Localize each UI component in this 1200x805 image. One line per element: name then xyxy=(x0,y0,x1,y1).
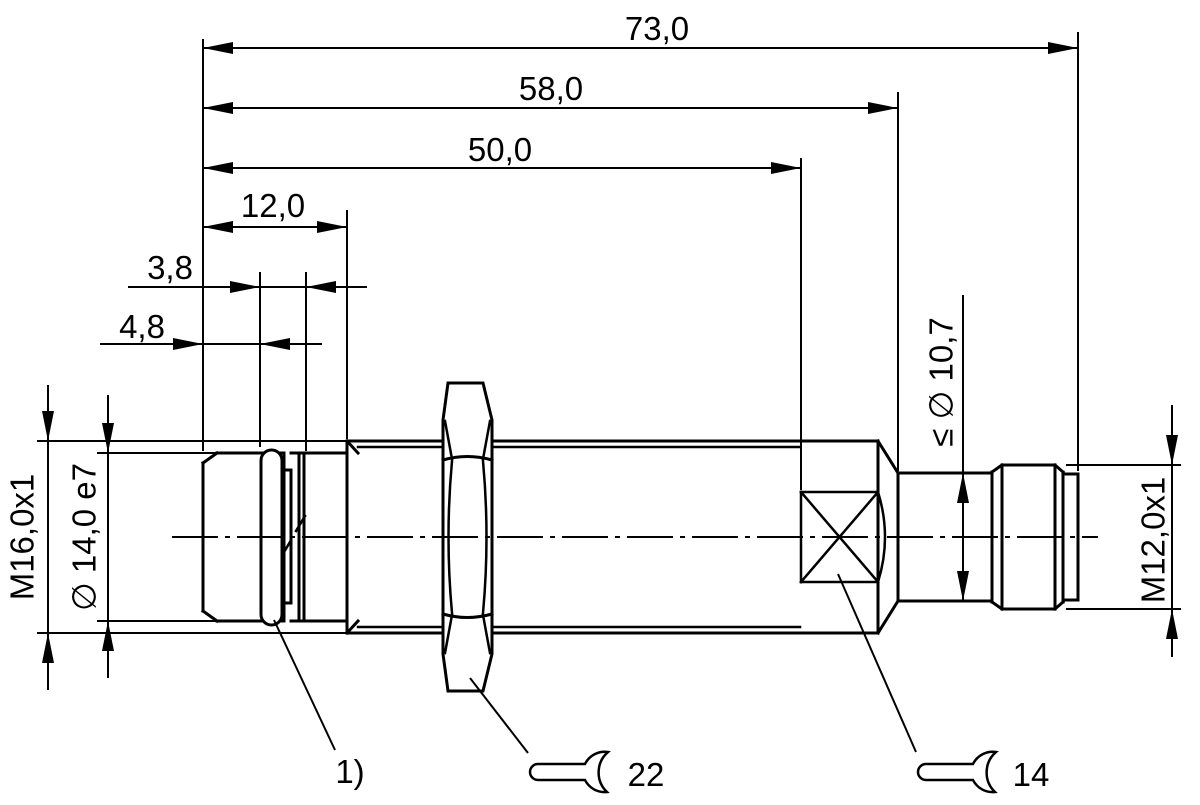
footnote-marker-label: 1) xyxy=(335,753,364,790)
dim-neck-diameter-label: ≤ ∅ 10,7 xyxy=(923,317,960,446)
dim-groove-width-label: 3,8 xyxy=(147,249,193,286)
dim-head-length-label: 12,0 xyxy=(241,187,305,224)
leader-flats xyxy=(837,573,917,753)
wrench-14-icon xyxy=(916,750,998,794)
dimension-labels: 73,0 58,0 50,0 12,0 3,8 4,8 M16,0x1 ∅ 14… xyxy=(4,10,1172,793)
wrench-size-flats-label: 14 xyxy=(1013,756,1050,793)
dim-face-to-groove-label: 4,8 xyxy=(119,308,165,345)
dim-thread-right-label: M12,0x1 xyxy=(1135,477,1172,604)
dimension-lines xyxy=(37,32,1181,754)
threaded-barrel xyxy=(344,438,901,636)
dim-head-diameter-label: ∅ 14,0 e7 xyxy=(66,463,103,611)
dim-length-to-neck-label: 58,0 xyxy=(519,70,583,107)
dim-thread-left-label: M16,0x1 xyxy=(4,474,41,601)
dimension-arrowheads xyxy=(42,42,1178,663)
dim-overall-length-label: 73,0 xyxy=(625,10,689,47)
wrench-size-nut-label: 22 xyxy=(628,756,665,793)
leader-nut xyxy=(469,677,529,754)
wrench-icons xyxy=(528,750,998,794)
wrench-22-icon xyxy=(528,750,611,794)
dim-length-to-flats-label: 50,0 xyxy=(468,131,532,168)
leader-oring xyxy=(273,619,336,751)
